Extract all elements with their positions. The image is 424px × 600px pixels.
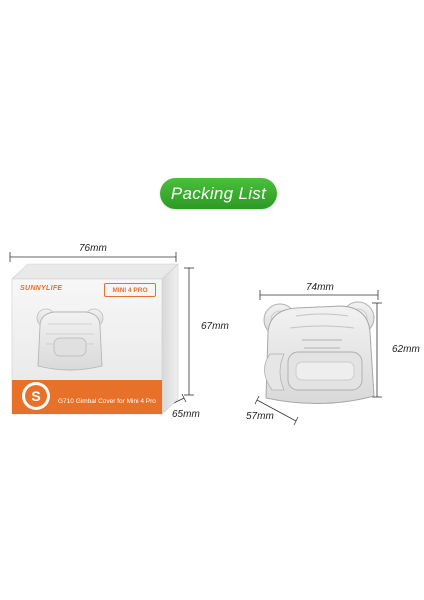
gimbal-cover [263,301,375,405]
box-model-label: MINI 4 PRO [112,286,148,294]
box-height-label: 67mm [201,321,229,332]
box-product-name: G710 Gimbal Cover for Mini 4 Pro [58,398,156,405]
svg-text:S: S [31,388,40,404]
box-depth-label: 65mm [172,409,200,420]
packing-list-title: Packing List [170,183,267,203]
box-width-label: 76mm [79,243,107,254]
cover-depth-label: 57mm [246,411,274,422]
package-box: S [11,263,179,415]
cover-dimension-lines [254,290,382,426]
cover-height-label: 62mm [392,344,420,355]
box-brand-logo: SUNNYLIFE [20,285,63,292]
cover-width-label: 74mm [306,282,334,293]
packing-list-badge: Packing List [160,178,277,209]
box-model-tag: MINI 4 PRO [104,283,156,297]
